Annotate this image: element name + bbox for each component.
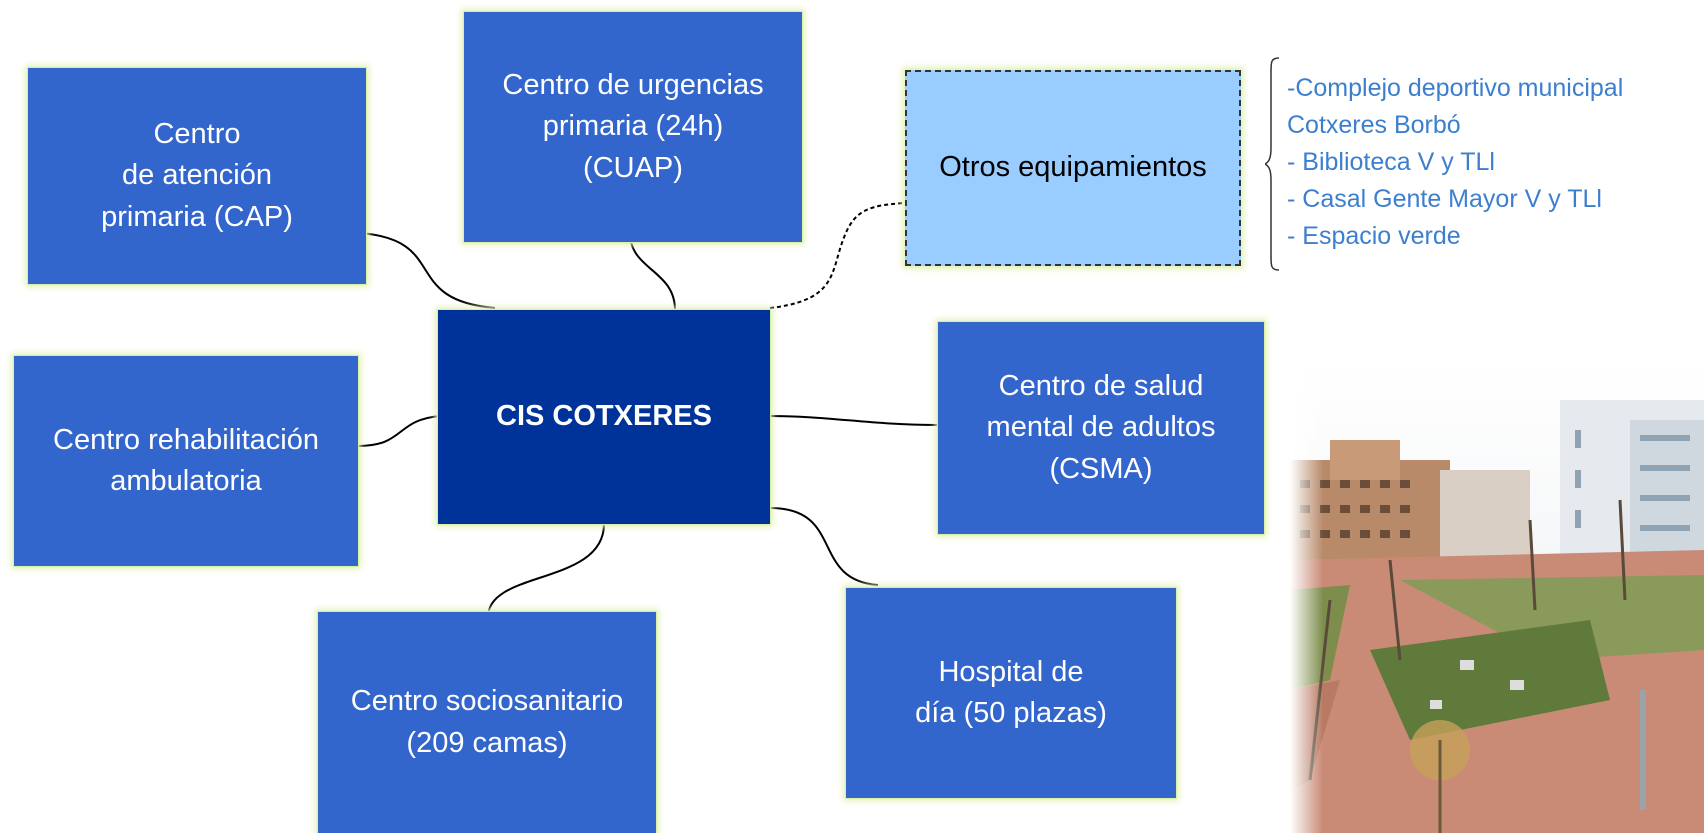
node-socio: Centro sociosanitario (209 camas) — [317, 611, 657, 833]
node-socio-label: Centro sociosanitario (209 camas) — [350, 685, 624, 759]
brace-icon — [1265, 57, 1280, 271]
otros-list-item: -Complejo deportivo municipal — [1287, 74, 1624, 102]
link-csma — [769, 415, 939, 426]
otros-list-item: Cotxeres Borbó — [1287, 111, 1461, 139]
building-photo — [1290, 360, 1704, 833]
node-rehab-label: Centro rehabilitación ambulatoria — [53, 423, 319, 497]
node-cuap: Centro de urgencias primaria (24h) (CUAP… — [463, 11, 803, 243]
node-csma-label: Centro de salud mental de adultos (CSMA) — [986, 370, 1216, 485]
node-cuap-label: Centro de urgencias primaria (24h) (CUAP… — [502, 69, 764, 184]
link-rehab — [357, 415, 441, 447]
node-center-label: CIS COTXERES — [496, 400, 712, 433]
node-otros: Otros equipamientos — [905, 70, 1241, 266]
link-cap — [359, 232, 496, 309]
node-cap: Centro de atención primaria (CAP) — [27, 67, 367, 285]
node-csma: Centro de salud mental de adultos (CSMA) — [937, 321, 1265, 535]
otros-list: -Complejo deportivo municipal Cotxeres B… — [1287, 70, 1623, 255]
node-hospital-label: Hospital de día (50 plazas) — [915, 655, 1107, 729]
otros-list-item: - Biblioteca V y TLl — [1287, 148, 1495, 176]
otros-list-item: - Espacio verde — [1287, 222, 1461, 250]
node-hospital: Hospital de día (50 plazas) — [845, 587, 1177, 799]
link-socio — [487, 523, 605, 618]
link-cuap — [629, 232, 676, 311]
otros-list-item: - Casal Gente Mayor V y TLl — [1287, 185, 1602, 213]
node-rehab: Centro rehabilitación ambulatoria — [13, 355, 359, 567]
link-hospital — [769, 507, 879, 586]
node-center: CIS COTXERES — [437, 309, 771, 525]
node-cap-label: Centro de atención primaria (CAP) — [101, 118, 293, 233]
link-otros — [769, 202, 906, 309]
node-otros-label: Otros equipamientos — [939, 151, 1207, 184]
